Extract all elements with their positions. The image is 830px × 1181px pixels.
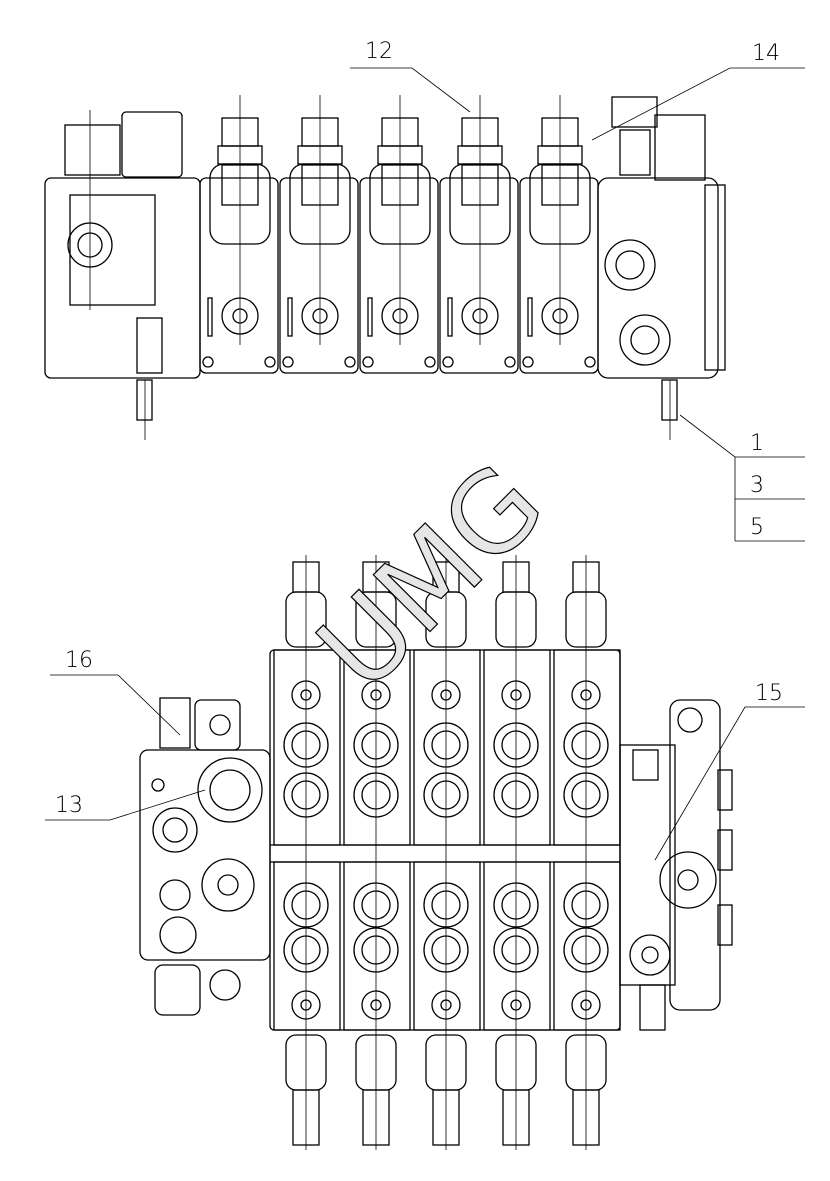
top-view <box>44 95 726 440</box>
valve-section-bottom <box>343 555 411 1150</box>
valve-section-top <box>359 95 439 374</box>
callout-label: 12 <box>365 39 393 64</box>
callout-13: 13 <box>45 789 206 821</box>
inlet-block-bottom-view <box>139 697 271 1016</box>
callout-label: 13 <box>55 793 83 818</box>
inlet-block-left <box>44 110 201 440</box>
valve-sections-bottom <box>273 555 621 1150</box>
callout-label: 15 <box>755 681 783 706</box>
valve-section-top <box>519 95 599 374</box>
watermark-text: UMG <box>293 440 568 715</box>
valve-section-bottom <box>413 555 481 1150</box>
callout-16: 16 <box>50 648 181 736</box>
valve-section-top <box>279 95 359 374</box>
valve-section-top <box>199 95 279 374</box>
callout-label: 3 <box>750 473 764 498</box>
callout-15: 15 <box>654 681 805 861</box>
bottom-view <box>139 555 733 1150</box>
valve-section-top <box>439 95 519 374</box>
valve-sections-top <box>199 95 599 374</box>
outlet-block-right <box>597 96 726 440</box>
callout-1-3-5: 1 3 5 <box>679 414 805 542</box>
callout-14: 14 <box>591 41 805 141</box>
callout-label: 14 <box>752 41 780 66</box>
outlet-block-bottom-view <box>619 699 733 1031</box>
callout-12: 12 <box>350 39 471 113</box>
callout-label: 16 <box>65 648 93 673</box>
valve-section-bottom <box>483 555 551 1150</box>
callout-label: 5 <box>750 515 764 540</box>
valve-section-bottom <box>553 555 621 1150</box>
valve-section-bottom <box>273 555 341 1150</box>
watermark-logo: UMG <box>293 439 569 715</box>
callout-label: 1 <box>750 431 764 456</box>
